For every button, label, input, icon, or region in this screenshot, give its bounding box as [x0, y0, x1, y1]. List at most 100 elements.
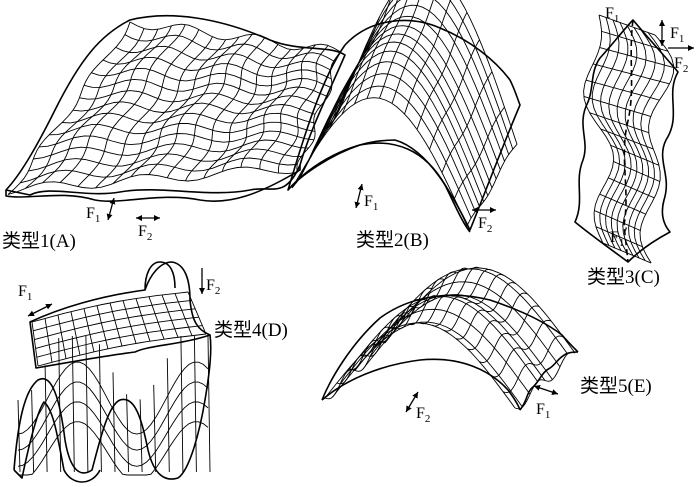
mesh-line: [600, 128, 654, 150]
mesh-line: [291, 97, 468, 226]
panel-a-outline: [5, 14, 346, 196]
mesh-line: [17, 381, 209, 451]
panel-a-forces: F1 F2: [86, 197, 160, 243]
mesh-line: [71, 335, 75, 473]
mesh-line: [79, 90, 321, 106]
panel-a-f1-label: F1: [86, 205, 100, 225]
mesh-line: [608, 177, 655, 199]
mesh-line: [34, 308, 196, 341]
mesh-line: [324, 15, 501, 170]
mesh-line: [193, 335, 197, 473]
mesh-line: [384, 267, 576, 354]
mesh-line: [153, 384, 157, 473]
panel-c-grid: [583, 14, 675, 264]
mesh-line: [115, 45, 331, 71]
panel-c-caption: 类型3(C): [587, 266, 660, 288]
mesh-line: [585, 79, 660, 101]
mesh-line: [33, 139, 309, 160]
mesh-line: [148, 296, 165, 340]
panel-e-outline: [321, 294, 579, 401]
panel-d-roll: [144, 261, 176, 291]
panel-a-f2-label: F2: [138, 223, 152, 243]
panel-b-f1-label: F1: [364, 193, 378, 213]
mesh-line: [44, 365, 48, 473]
panel-e-f2-label: F2: [416, 405, 430, 425]
panel-b-f1-arrow: [354, 183, 364, 209]
mesh-line: [25, 28, 145, 189]
mesh-line: [347, 295, 538, 382]
mesh-line: [161, 294, 179, 338]
mesh-line: [7, 166, 298, 195]
mesh-line: [599, 193, 646, 215]
mesh-line: [320, 25, 497, 180]
panel-e-front-edge: [519, 351, 579, 411]
mesh-line: [639, 34, 675, 264]
mesh-line: [184, 36, 266, 182]
panel-a-grid: [7, 21, 341, 195]
panel-e-f2-arrow: [405, 391, 419, 413]
mesh-line: [135, 298, 151, 342]
panel-b-f2-label: F2: [478, 215, 492, 235]
mesh-line: [337, 0, 514, 150]
mesh-line: [57, 314, 67, 359]
mesh-line: [42, 29, 159, 183]
mesh-line: [589, 112, 649, 134]
mesh-line: [377, 268, 568, 355]
mesh-line: [633, 32, 665, 261]
mesh-line: [308, 50, 485, 202]
mesh-line: [38, 130, 315, 148]
mesh-line: [36, 325, 203, 358]
mesh-line: [187, 291, 207, 335]
mesh-line: [166, 34, 253, 179]
mesh-line: [332, 321, 523, 408]
mesh-line: [166, 358, 170, 473]
mesh-line: [20, 157, 298, 184]
mesh-line: [174, 293, 193, 336]
panel-b-inner: [287, 142, 471, 233]
mesh-line: [70, 311, 81, 356]
mesh-line: [583, 95, 651, 117]
mesh-line: [466, 143, 518, 226]
panel-c-f1-top-label: F1: [605, 5, 619, 25]
mesh-line: [595, 226, 643, 248]
panel-b-diagram: [287, 0, 521, 233]
mesh-line: [102, 56, 332, 80]
mesh-line: [339, 308, 531, 395]
panel-d-caption: 类型4(D): [214, 319, 288, 341]
mesh-line: [112, 372, 116, 473]
panel-a-diagram: [5, 14, 346, 202]
mesh-line: [49, 121, 316, 136]
mesh-line: [17, 399, 21, 473]
panel-c-diagram: [574, 14, 679, 264]
mesh-line: [594, 209, 641, 231]
mesh-line: [126, 394, 130, 473]
mesh-line: [122, 300, 137, 344]
panel-d-diagram: [13, 261, 212, 483]
mesh-line: [598, 14, 656, 36]
mesh-line: [37, 333, 207, 367]
mesh-line: [610, 144, 660, 166]
mesh-line: [18, 421, 209, 476]
panel-a-caption: 类型1(A): [2, 230, 76, 252]
mesh-line: [299, 73, 476, 212]
mesh-line: [31, 321, 39, 367]
mesh-line: [124, 34, 334, 62]
mesh-line: [61, 112, 314, 124]
panel-b-caption: 类型2(B): [356, 229, 429, 251]
mesh-line: [379, 0, 420, 99]
mesh-line: [83, 308, 95, 352]
panel-b-forces: F1 F2: [354, 183, 496, 235]
mesh-line: [109, 302, 123, 347]
panel-b-outline: [287, 19, 521, 231]
mesh-line: [341, 0, 518, 145]
panel-c-f2-label: F2: [674, 55, 688, 75]
panel-e-f1-arrow: [533, 385, 559, 395]
mesh-line: [98, 344, 102, 473]
panel-d-lower-wave: [13, 334, 212, 480]
mesh-line: [304, 61, 480, 207]
mesh-line: [148, 36, 240, 175]
panel-e-base: [321, 358, 521, 411]
panel-d-grid: [17, 291, 211, 476]
